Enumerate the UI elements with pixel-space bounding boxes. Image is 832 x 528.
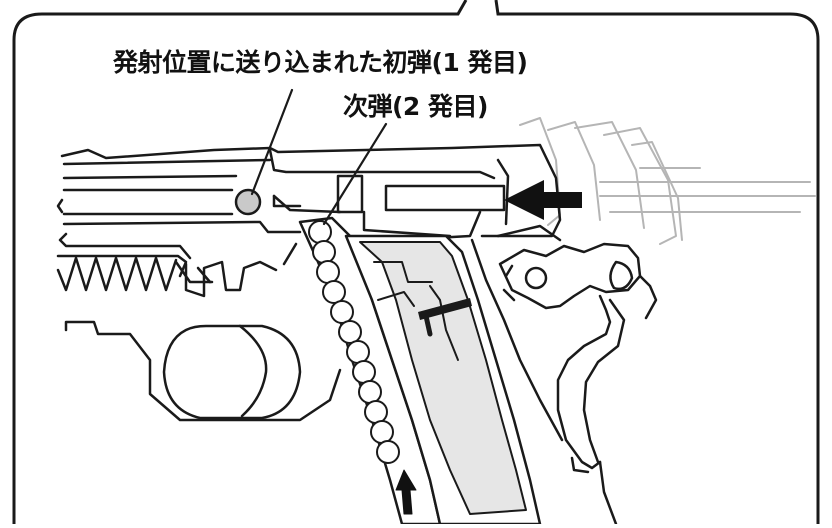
pistol-frame — [64, 224, 564, 442]
hammer — [498, 242, 642, 310]
recoil-spring — [56, 254, 214, 292]
grip-panel — [162, 324, 302, 420]
second-round — [308, 220, 332, 244]
arrow-up-icon — [395, 469, 417, 515]
trigger-guard — [556, 274, 658, 524]
label-first-round: 発射位置に送り込まれた初弾(1 発目) — [113, 48, 528, 77]
leader-lines — [250, 88, 388, 226]
chambered-round — [234, 188, 262, 216]
motion-lines — [599, 167, 816, 213]
magazine-rounds — [308, 220, 400, 464]
label-second-round: 次弾(2 発目) — [343, 92, 488, 121]
barrel-slide — [56, 143, 562, 260]
callout-frame — [12, 0, 820, 524]
arrow-left-icon — [504, 180, 582, 220]
slide-motion-ghost — [519, 117, 683, 245]
magazine-catch — [418, 298, 472, 337]
